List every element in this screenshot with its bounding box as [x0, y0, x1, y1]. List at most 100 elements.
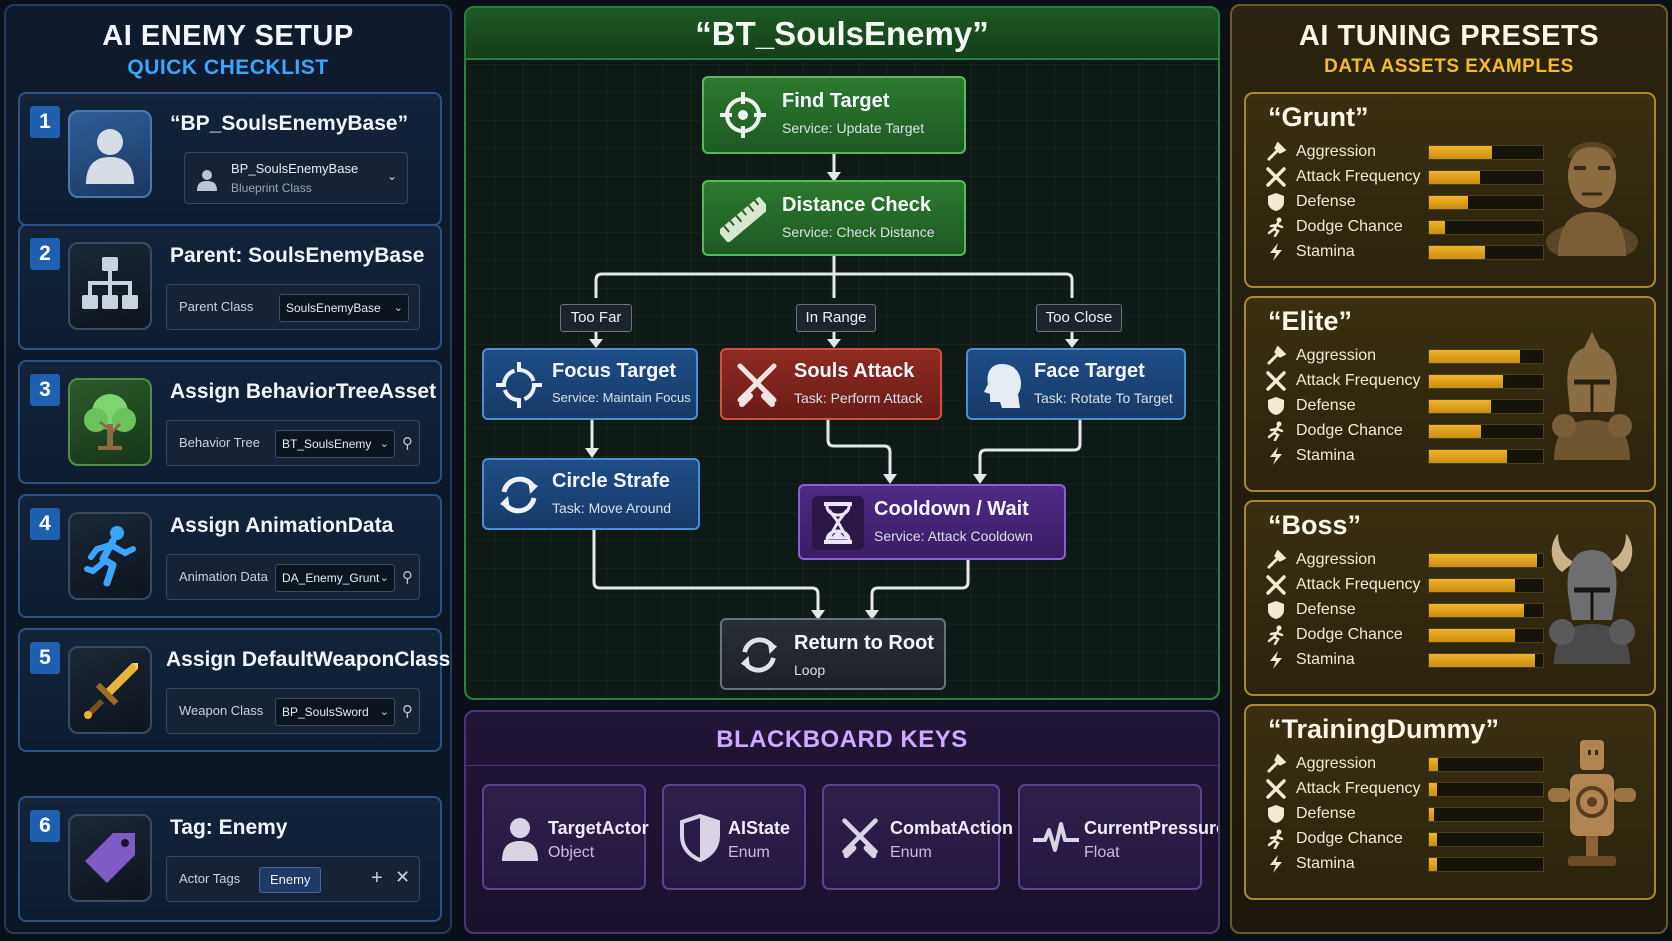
branch-label-in-range: In Range [796, 304, 876, 332]
crossed-swords-icon [1266, 167, 1286, 187]
stat-label: Attack Frequency [1296, 780, 1421, 797]
key-type: Enum [890, 844, 932, 861]
blackboard-key-aistate[interactable]: AIState Enum [662, 784, 806, 890]
stat-label: Dodge Chance [1296, 422, 1403, 439]
stat-label: Stamina [1296, 651, 1355, 668]
tag-chip-enemy[interactable]: Enemy [259, 867, 322, 893]
shield-icon [1266, 600, 1286, 620]
dodge-figure-icon [1266, 625, 1286, 646]
node-focus-target[interactable]: Focus Target Service: Maintain Focus [482, 348, 698, 420]
parent-class-field: Parent Class SoulsEnemyBase⌄ [166, 284, 420, 330]
stat-bar [1428, 807, 1544, 822]
node-distance-check[interactable]: Distance Check Service: Check Distance [702, 180, 966, 256]
stat-bar-fill [1429, 808, 1434, 821]
stat-row: Defense [1266, 190, 1646, 214]
blackboard-key-targetactor[interactable]: TargetActor Object [482, 784, 649, 890]
step-number: 4 [30, 508, 60, 540]
parent-class-select[interactable]: SoulsEnemyBase⌄ [279, 294, 409, 322]
stat-label: Stamina [1296, 855, 1355, 872]
crossed-swords-icon [1266, 575, 1286, 595]
stat-bar [1428, 195, 1544, 210]
stat-bar [1428, 653, 1544, 668]
crossed-swords-icon [834, 810, 886, 866]
stat-label: Aggression [1296, 347, 1377, 364]
tuning-presets-panel: AI TUNING PRESETS DATA ASSETS EXAMPLES “… [1230, 4, 1668, 934]
behavior-tree-select[interactable]: BT_SoulsEnemy⌄ [275, 430, 395, 458]
ruler-icon [718, 194, 768, 244]
chevron-down-icon: ⌄ [379, 706, 389, 718]
blackboard-key-combataction[interactable]: CombatAction Enum [822, 784, 1013, 890]
shield-icon [674, 810, 726, 866]
chevron-down-icon: ⌄ [386, 169, 397, 183]
focus-arrows-icon [494, 360, 544, 410]
elite-knight-icon [1544, 328, 1640, 460]
clear-tags-icon[interactable]: ✕ [395, 867, 411, 887]
crossed-swords-icon [732, 360, 782, 410]
animation-data-field: Animation Data DA_Enemy_Grunt⌄ ⚲ [166, 554, 420, 600]
lightning-icon [1266, 650, 1286, 670]
stat-bar [1428, 832, 1544, 847]
stat-bar-fill [1429, 654, 1536, 667]
field-label: Weapon Class [179, 703, 264, 718]
stat-label: Dodge Chance [1296, 218, 1403, 235]
sword-icon [1266, 141, 1287, 162]
branch-label-too-close: Too Close [1036, 304, 1122, 332]
node-find-target[interactable]: Find Target Service: Update Target [702, 76, 966, 154]
dodge-figure-icon [1266, 829, 1286, 850]
checklist-step-6: 6 Tag: Enemy Actor Tags Enemy + ✕ [18, 796, 442, 922]
browse-icon[interactable]: ⚲ [402, 435, 413, 452]
blackboard-key-currentpressure[interactable]: CurrentPressure Float [1018, 784, 1218, 890]
step-title: “BP_SoulsEnemyBase” [170, 112, 409, 135]
stat-row: Defense [1266, 598, 1646, 622]
setup-checklist-panel: AI ENEMY SETUP QUICK CHECKLIST 1 “BP_Sou… [4, 4, 452, 934]
behavior-tree-title: “BT_SoulsEnemy” [466, 8, 1218, 60]
node-return-to-root[interactable]: Return to Root Loop [720, 618, 946, 690]
stat-row: Aggression [1266, 548, 1646, 572]
browse-icon[interactable]: ⚲ [402, 703, 413, 720]
node-title: Distance Check [782, 194, 931, 216]
divider [466, 765, 1218, 766]
stat-bar-fill [1429, 246, 1485, 259]
stat-row: Dodge Chance [1266, 827, 1646, 851]
browse-icon[interactable]: ⚲ [402, 569, 413, 586]
step-title: Assign AnimationData [170, 514, 394, 537]
head-profile-icon [978, 360, 1028, 410]
actor-tags-field: Actor Tags Enemy + ✕ [166, 856, 420, 902]
blackboard-title: BLACKBOARD KEYS [716, 726, 968, 753]
stat-row: Stamina [1266, 240, 1646, 264]
presets-subtitle: DATA ASSETS EXAMPLES [1324, 56, 1574, 77]
step-title: Parent: SoulsEnemyBase [170, 244, 425, 267]
animation-data-select[interactable]: DA_Enemy_Grunt⌄ [275, 564, 395, 592]
node-subtitle: Task: Move Around [552, 500, 672, 516]
stat-bar [1428, 857, 1544, 872]
add-tag-icon[interactable]: + [371, 867, 383, 889]
stat-row: Aggression [1266, 140, 1646, 164]
running-figure-icon [68, 512, 152, 600]
weapon-class-select[interactable]: BP_SoulsSword⌄ [275, 698, 395, 726]
training-dummy-icon [1544, 736, 1640, 868]
step-title: Tag: Enemy [170, 816, 288, 839]
sword-icon [68, 646, 152, 734]
node-face-target[interactable]: Face Target Task: Rotate To Target [966, 348, 1186, 420]
field-label: Behavior Tree [179, 435, 260, 450]
crossed-swords-icon [1266, 371, 1286, 391]
stat-bar [1428, 374, 1544, 389]
stat-row: Dodge Chance [1266, 419, 1646, 443]
node-circle-strafe[interactable]: Circle Strafe Task: Move Around [482, 458, 700, 530]
node-souls-attack[interactable]: Souls Attack Task: Perform Attack [720, 348, 942, 420]
field-label: Actor Tags [179, 871, 241, 886]
stat-bar-fill [1429, 146, 1492, 159]
node-subtitle: Service: Check Distance [782, 224, 935, 240]
node-cooldown-wait[interactable]: Cooldown / Wait Service: Attack Cooldown [798, 484, 1066, 560]
blueprint-class-select[interactable]: BP_SoulsEnemyBase Blueprint Class ⌄ [184, 152, 408, 204]
horned-boss-icon [1544, 532, 1640, 664]
stat-row: Attack Frequency [1266, 369, 1646, 393]
stat-bar-fill [1429, 783, 1437, 796]
stat-row: Defense [1266, 394, 1646, 418]
stat-label: Aggression [1296, 755, 1377, 772]
tag-icon [68, 814, 152, 902]
